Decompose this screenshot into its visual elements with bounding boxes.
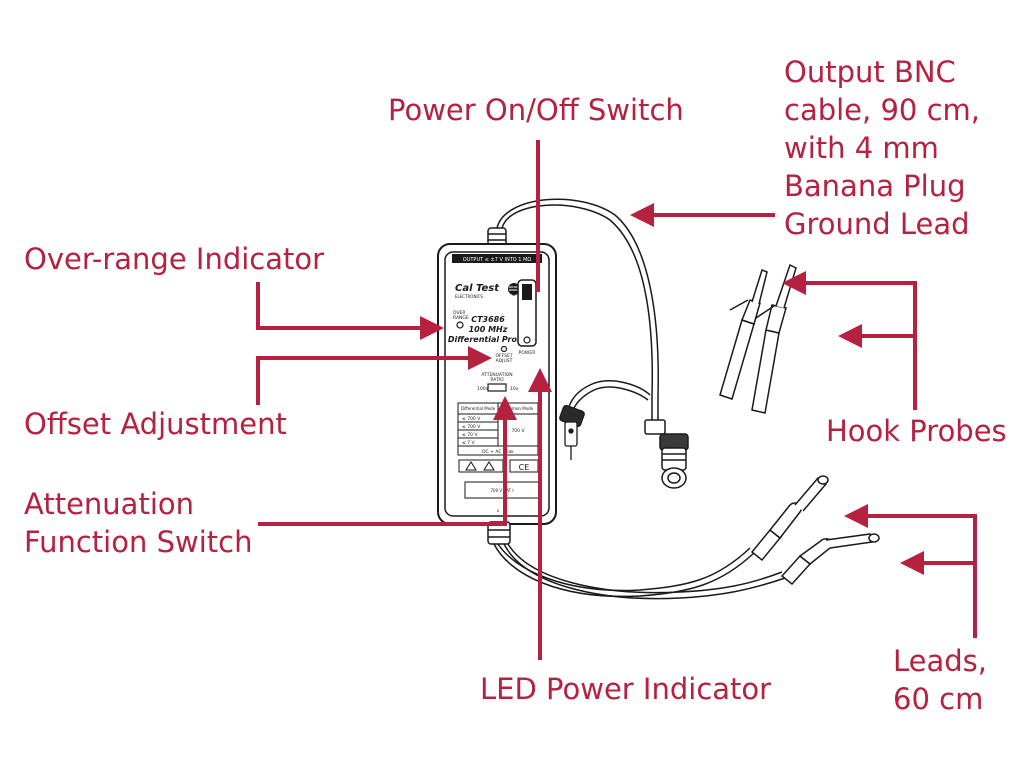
label-led-power: LED Power Indicator xyxy=(480,672,772,706)
power-label: POWER xyxy=(519,350,536,356)
callout-lines xyxy=(256,140,977,660)
output-label-bar xyxy=(452,254,542,263)
rating-text: 700 V CAT I xyxy=(490,488,513,493)
lead-clip-lower-icon xyxy=(780,533,880,586)
label-leads-line-2: 60 cm xyxy=(893,682,984,716)
label-output-bnc-line-1: Output BNC xyxy=(784,55,956,89)
footer-mark: x xyxy=(497,508,500,513)
label-attenuation-line-1: Attenuation xyxy=(24,487,194,521)
label-output-bnc-line-2: cable, 90 cm, xyxy=(784,93,980,127)
banana-plug-icon xyxy=(559,404,585,460)
callout-over-range-line xyxy=(256,282,444,340)
cables xyxy=(493,198,786,600)
switch-off-mark: O xyxy=(512,292,516,298)
offset-label-2: ADJUST xyxy=(496,358,513,364)
table-head-diff: Differential Mode xyxy=(461,406,496,411)
offset-adjust-icon xyxy=(500,345,508,353)
model-number: CT3686 xyxy=(471,315,505,324)
offset-label-1: OFFSET xyxy=(495,353,512,359)
ratio-low: 100x xyxy=(477,386,489,392)
label-offset: Offset Adjustment xyxy=(24,407,287,441)
callout-attenuation-line xyxy=(258,396,517,526)
label-leads-line-1: Leads, xyxy=(893,644,987,678)
attenuation-switch xyxy=(487,383,507,392)
output-label-text: OUTPUT ≤ ±7 V INTO 1 MΩ xyxy=(463,257,532,263)
bnc-connector-icon xyxy=(644,419,689,489)
model-bandwidth: 100 MHz xyxy=(469,325,508,334)
hook-probe-left-icon xyxy=(719,269,768,400)
led-power-icon xyxy=(523,336,531,344)
label-output-bnc-line-4: Banana Plug xyxy=(784,169,966,203)
callout-hook-upper-line xyxy=(782,271,917,410)
label-output-bnc-line-3: with 4 mm xyxy=(784,131,939,165)
label-attenuation-line-2: Function Switch xyxy=(24,525,253,559)
label-leads: Leads, 60 cm xyxy=(893,642,987,718)
callout-leads-upper-line xyxy=(844,504,977,638)
table-head-common: Common Mode xyxy=(503,406,534,411)
label-over-range: Over-range Indicator xyxy=(24,242,325,276)
lead-clip-upper-icon xyxy=(750,475,829,562)
table-footer: DC + AC peak xyxy=(482,449,514,455)
model-description: Differential Probe xyxy=(448,335,529,344)
table-row-2: ≤ 700 V xyxy=(462,424,481,430)
attenuation-label-1: ATTENUATION xyxy=(481,372,512,378)
table-common-value: 700 V xyxy=(511,428,525,434)
ce-mark-icon: CE xyxy=(519,463,530,472)
attenuation-label-2: RATIO xyxy=(490,377,504,383)
table-row-1: ≤ 700 V xyxy=(462,416,481,422)
over-range-label-2: RANGE xyxy=(453,315,469,321)
label-attenuation: Attenuation Function Switch xyxy=(24,485,252,561)
over-range-label-1: OVER xyxy=(453,310,466,316)
brand-name: Cal Test xyxy=(455,283,500,294)
ratio-high: 10x xyxy=(510,386,519,392)
table-row-4: ≤ 7 V xyxy=(462,440,475,446)
brand-sub: ELECTRONICS xyxy=(455,294,483,299)
callout-offset-line xyxy=(256,346,492,405)
label-output-bnc-line-5: Ground Lead xyxy=(784,207,970,241)
switch-on-mark: I xyxy=(513,284,514,290)
over-range-led-icon xyxy=(456,321,464,329)
label-output-bnc: Output BNC cable, 90 cm, with 4 mm Banan… xyxy=(784,53,980,243)
label-power-switch: Power On/Off Switch xyxy=(388,93,684,127)
table-row-3: ≤ 70 V xyxy=(462,432,478,438)
label-hook-probes: Hook Probes xyxy=(826,414,1007,448)
power-switch-knob xyxy=(522,284,532,300)
